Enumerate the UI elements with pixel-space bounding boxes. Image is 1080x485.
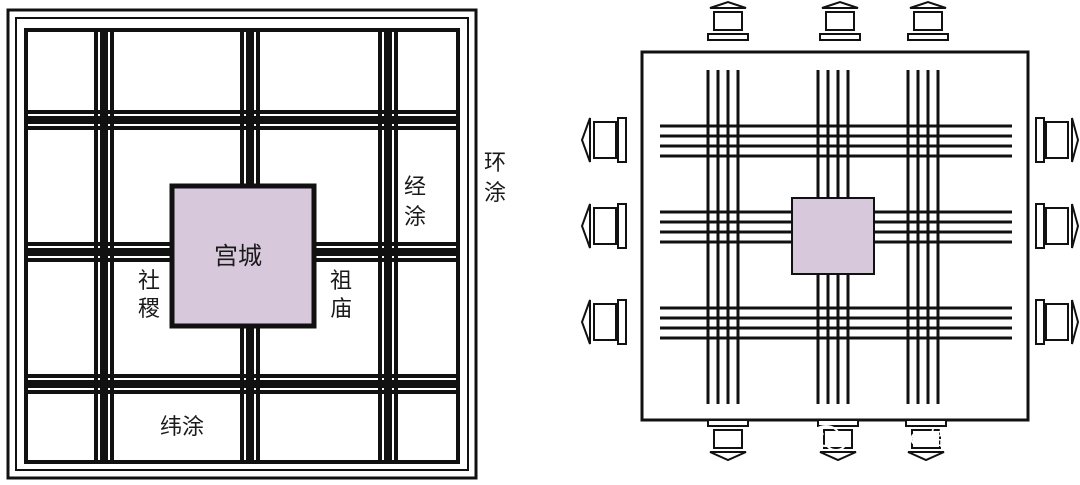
latitudinal-road-label: 纬涂	[160, 415, 204, 440]
gate-towers-right	[1035, 117, 1080, 345]
right-plan-svg	[580, 0, 1080, 462]
outer-frame	[6, 8, 478, 480]
longitudinal-road-label-2: 涂	[404, 205, 426, 230]
gate-towers-top	[707, 0, 949, 41]
horizontal-roads	[660, 124, 1012, 340]
altar-label-1: 社	[138, 269, 160, 294]
left-city-plan: 宫城 社 稷 祖 庙 经 涂 纬涂 环 涂	[0, 0, 530, 485]
ring-road-label-2: 涂	[484, 181, 506, 206]
temple-label-1: 祖	[330, 269, 352, 294]
altar-label-2: 稷	[138, 297, 160, 322]
palace-block	[169, 183, 317, 329]
ring-road-inner-frame	[15, 17, 469, 471]
right-city-plan	[560, 0, 1080, 485]
longitudinal-road-label-1: 经	[404, 175, 426, 200]
watermark-svg: House君评楼盘	[812, 425, 1011, 451]
temple-label-2: 庙	[330, 297, 352, 322]
wechat-icon	[812, 425, 847, 451]
ring-road-label-1: 环	[484, 151, 506, 176]
left-plan-svg: 宫城 社 稷 祖 庙 经 涂 纬涂 环 涂	[6, 8, 506, 480]
gate-towers-left	[580, 117, 627, 345]
watermark: House君评楼盘	[806, 420, 1066, 456]
palace-block	[791, 197, 875, 275]
palace-label: 宫城	[214, 242, 262, 270]
watermark-text: House君评楼盘	[854, 426, 1011, 451]
